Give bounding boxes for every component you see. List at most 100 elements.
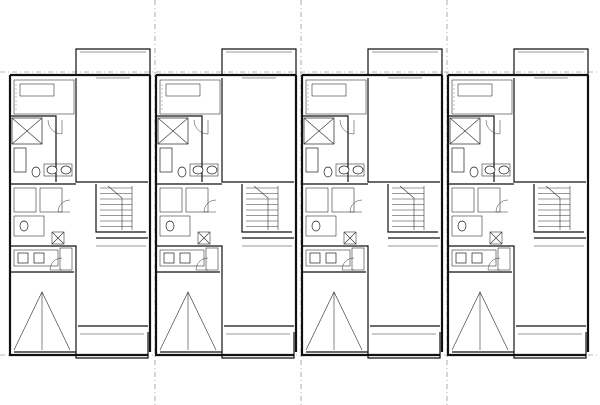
linen-closet	[39, 187, 63, 213]
hall-door-swing	[349, 199, 363, 213]
master-bedroom-walls	[75, 78, 148, 183]
bedroom-closet	[159, 79, 221, 115]
shower-diag-b	[303, 117, 335, 145]
bath2	[305, 215, 337, 237]
shower-diag-b	[449, 117, 481, 145]
sink-left	[484, 165, 496, 175]
toilet-2	[19, 220, 29, 232]
kitchen-door-swing	[487, 257, 501, 271]
upper-deck-outline	[513, 48, 589, 75]
toilet	[469, 166, 479, 178]
upper-deck-outline	[221, 48, 297, 75]
exterior-wall-outline	[8, 75, 148, 357]
linen-closet	[477, 187, 501, 213]
shower-diag-b	[11, 117, 43, 145]
front-porch-outline	[75, 330, 149, 359]
kitchen-sink	[33, 252, 45, 264]
mech-shaft	[51, 231, 65, 245]
range	[455, 252, 467, 264]
shaft-x2	[343, 231, 357, 245]
hall-door-swing	[57, 199, 71, 213]
unit-1	[8, 48, 152, 359]
linen-closet	[185, 187, 209, 213]
toilet	[323, 166, 333, 178]
laundry	[305, 187, 329, 213]
lower-divider	[448, 245, 515, 330]
unit-2	[154, 48, 298, 359]
kitchen-door-swing	[195, 257, 209, 271]
upper-deck-outline	[367, 48, 443, 75]
kitchen-counter	[451, 249, 497, 267]
closet-rod-area	[457, 83, 493, 97]
sink-right	[498, 165, 510, 175]
hall-door-swing	[203, 199, 217, 213]
stair-arrow	[253, 185, 269, 230]
bathtub	[305, 147, 319, 173]
sink-left	[192, 165, 204, 175]
hall-door-swing	[495, 199, 509, 213]
unit-4	[446, 48, 590, 359]
units-layer	[8, 48, 590, 359]
front-porch-outline	[221, 330, 295, 359]
upper-deck-outline	[75, 48, 151, 75]
linen-closet	[331, 187, 355, 213]
bath-walls	[448, 115, 495, 182]
toilet	[177, 166, 187, 178]
pantry	[497, 247, 511, 271]
exterior-wall-outline	[300, 75, 440, 357]
stair-walls	[95, 184, 146, 233]
exterior-wall-outline	[154, 75, 294, 357]
vanity	[335, 163, 365, 177]
bathtub	[13, 147, 27, 173]
bathtub	[159, 147, 173, 173]
bedroom-closet	[451, 79, 513, 115]
toilet-2	[165, 220, 175, 232]
lower-divider	[302, 245, 369, 330]
bath-walls	[302, 115, 349, 182]
laundry	[159, 187, 183, 213]
bath-door-swing	[47, 119, 63, 135]
master-bedroom-walls	[221, 78, 294, 183]
front-porch-outline	[513, 330, 587, 359]
bathtub	[451, 147, 465, 173]
mech-shaft	[343, 231, 357, 245]
bath-door-swing	[339, 119, 355, 135]
front-porch-outline	[367, 330, 441, 359]
pantry	[59, 247, 73, 271]
bedroom-closet	[13, 79, 75, 115]
master-bedroom-walls	[367, 78, 440, 183]
kitchen-counter	[159, 249, 205, 267]
closet-rod-area	[165, 83, 201, 97]
kitchen-counter	[13, 249, 59, 267]
unit-3	[300, 48, 444, 359]
kitchen-sink	[325, 252, 337, 264]
shaft-x2	[197, 231, 211, 245]
vanity	[481, 163, 511, 177]
bath-walls	[10, 115, 57, 182]
toilet	[31, 166, 41, 178]
bath2	[13, 215, 45, 237]
shaft-x2	[489, 231, 503, 245]
shaft-x2	[51, 231, 65, 245]
bath-door-swing	[485, 119, 501, 135]
sink-right	[352, 165, 364, 175]
stair-walls	[387, 184, 438, 233]
stair-arrow	[545, 185, 561, 230]
sink-right	[206, 165, 218, 175]
closet-rod-area	[311, 83, 347, 97]
vanity	[189, 163, 219, 177]
kitchen-counter	[305, 249, 351, 267]
stair-walls	[533, 184, 584, 233]
pantry	[205, 247, 219, 271]
stair-arrow	[107, 185, 123, 230]
bath2	[451, 215, 483, 237]
sink-right	[60, 165, 72, 175]
kitchen-sink	[471, 252, 483, 264]
bath-door-swing	[193, 119, 209, 135]
sink-left	[338, 165, 350, 175]
shower-diag-b	[157, 117, 189, 145]
lower-divider	[10, 245, 77, 330]
closet-rod-area	[19, 83, 55, 97]
